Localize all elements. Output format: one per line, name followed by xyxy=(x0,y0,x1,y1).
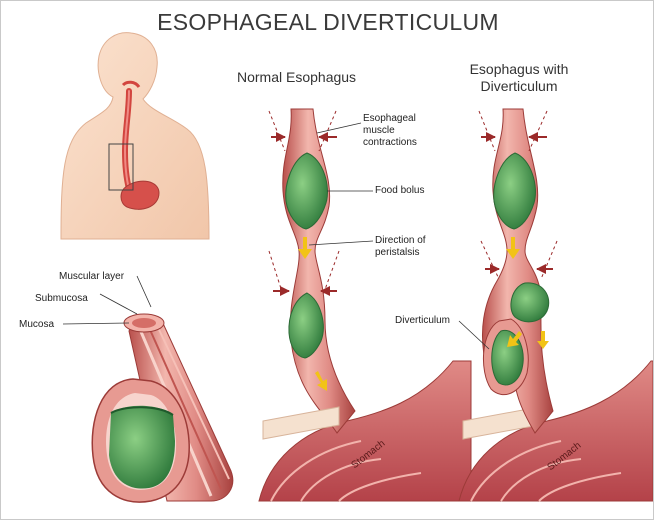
direction-label: Direction of peristalsis xyxy=(375,235,426,259)
cross-section-illustration xyxy=(92,314,233,502)
diverticulum-heading-line1: Esophagus with xyxy=(453,61,585,78)
diverticulum-esophagus-illustration xyxy=(459,109,653,501)
mucosa-label: Mucosa xyxy=(19,319,54,331)
food-bolus-label: Food bolus xyxy=(375,185,424,197)
normal-esophagus-heading: Normal Esophagus xyxy=(237,69,356,86)
direction-label-line2: peristalsis xyxy=(375,247,426,259)
muscular-layer-label: Muscular layer xyxy=(59,271,124,283)
torso-illustration xyxy=(61,33,209,239)
contractions-label-line1: Esophageal xyxy=(363,113,417,125)
diagram-title: ESOPHAGEAL DIVERTICULUM xyxy=(1,9,654,36)
contractions-label-line3: contractions xyxy=(363,137,417,149)
contractions-label: Esophageal muscle contractions xyxy=(363,113,417,149)
contractions-label-line2: muscle xyxy=(363,125,417,137)
direction-label-line1: Direction of xyxy=(375,235,426,247)
diverticulum-heading-line2: Diverticulum xyxy=(453,78,585,95)
diverticulum-heading: Esophagus with Diverticulum xyxy=(453,61,585,95)
diverticulum-label: Diverticulum xyxy=(395,315,450,327)
normal-esophagus-illustration xyxy=(259,109,471,501)
submucosa-label: Submucosa xyxy=(35,293,88,305)
